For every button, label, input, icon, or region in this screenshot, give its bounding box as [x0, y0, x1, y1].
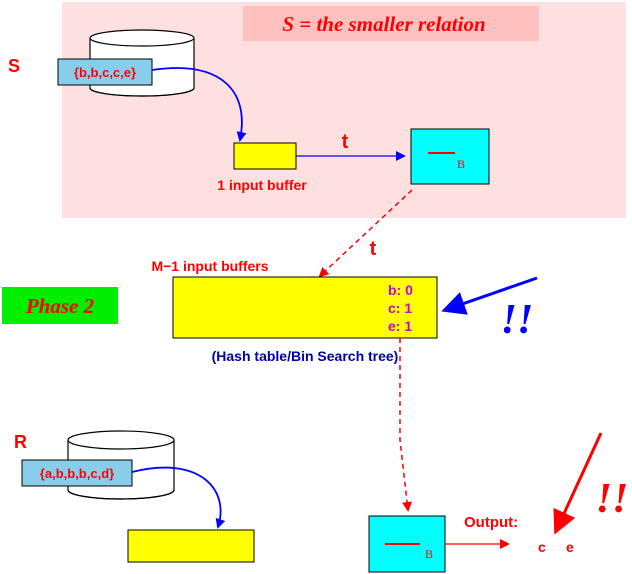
output-label: Output:: [464, 514, 518, 531]
red-attention-arrow: [553, 432, 603, 535]
b-buffer-output-subscript: B: [425, 547, 433, 561]
title-banner-text: S = the smaller relation: [282, 12, 485, 36]
hash-entry-c: c: 1: [388, 300, 412, 316]
relation-s-label: S: [8, 56, 20, 76]
input-buffer-box: [233, 142, 297, 170]
m1-buffers-label: M−1 input buffers: [151, 258, 268, 274]
arrow-t-label-2: t: [370, 238, 377, 260]
exclaim-red: !!: [596, 476, 629, 522]
hash-to-output-arrow: [399, 338, 413, 512]
s-to-buffer-arrow: [151, 67, 247, 142]
phase-label-box: [2, 287, 118, 324]
relation-s-tuples: {b,b,c,c,e}: [74, 65, 136, 80]
relation-r-tuples: {a,b,b,b,c,d}: [40, 466, 114, 481]
title-banner-box: [243, 6, 539, 41]
r-to-buffer-arrow: [131, 466, 226, 529]
hash-table-box: [172, 276, 438, 339]
b-buffer-top: [410, 128, 490, 185]
relation-s-tuples-box: [57, 58, 153, 86]
b-to-hash-arrow: [318, 189, 413, 278]
relation-r-tuples-box: [21, 459, 133, 487]
hash-caption: (Hash table/Bin Search tree): [212, 348, 399, 364]
input-buffer-label: 1 input buffer: [217, 177, 307, 193]
blue-attention-arrow: [441, 276, 538, 315]
relation-r-label: R: [14, 432, 27, 452]
hash-entry-b: b: 0: [388, 282, 413, 298]
arrow-t-label-1: t: [342, 131, 349, 153]
phase-label-text: Phase 2: [25, 294, 95, 318]
hash-entry-e: e: 1: [388, 318, 412, 334]
output-value-c: c: [538, 539, 546, 555]
r-input-buffer: [127, 529, 255, 563]
exclaim-blue: !!: [501, 297, 534, 343]
b-buffer-top-subscript: B: [457, 157, 465, 171]
output-value-e: e: [566, 539, 574, 555]
